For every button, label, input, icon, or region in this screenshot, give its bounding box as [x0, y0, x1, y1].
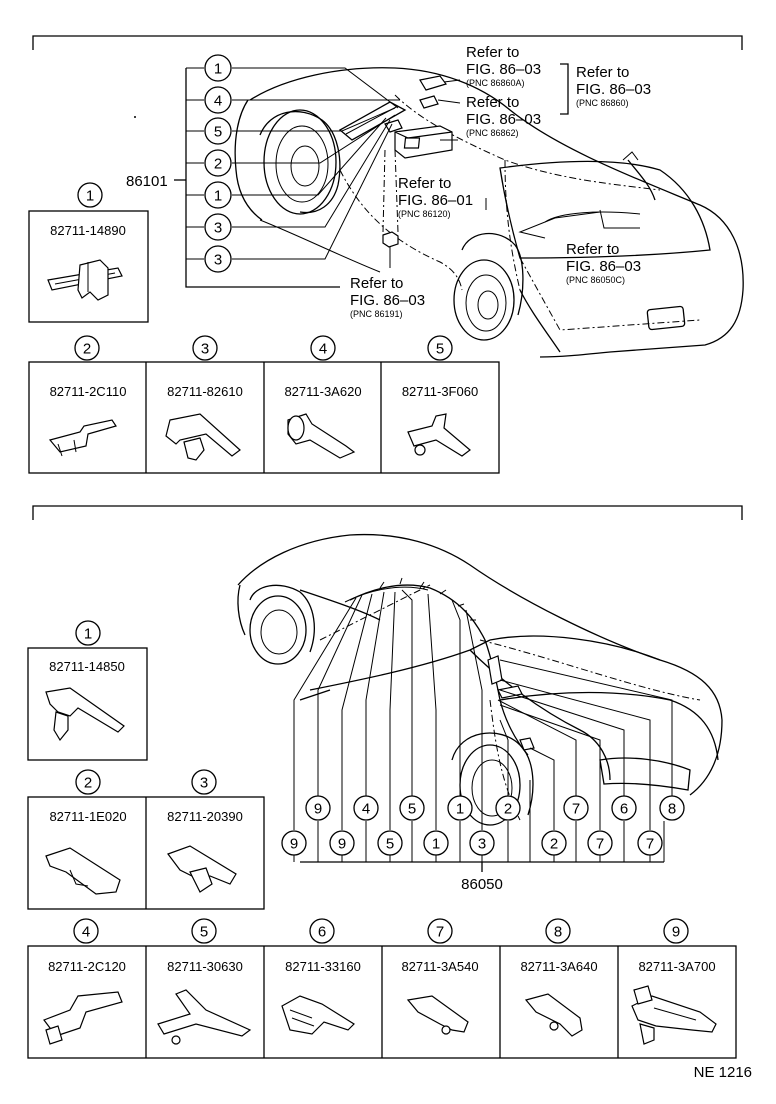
ref-line: Refer to	[466, 94, 519, 111]
part-callout: 4	[82, 924, 90, 941]
ref-line: FIG. 86–01	[398, 192, 473, 209]
callout-number: 1	[214, 188, 222, 205]
callout-number: 9	[314, 801, 322, 818]
ref-pnc: (PNC 86862)	[466, 128, 519, 138]
bottom-part-2-3: 2 82711-1E020 3 82711-20390	[27, 769, 265, 910]
part-number: 82711-3A700	[638, 959, 715, 974]
part-callout: 3	[200, 775, 208, 792]
callout-number: 2	[550, 836, 558, 853]
part-callout: 3	[201, 341, 209, 358]
part-callout: 5	[436, 341, 444, 358]
bottom-section-frame	[32, 505, 743, 520]
callout-number: 7	[646, 836, 654, 853]
top-callout-leaders	[174, 63, 569, 288]
callout-number: 1	[432, 836, 440, 853]
part-number: 82711-3A620	[284, 384, 361, 399]
callout-number: 8	[668, 801, 676, 818]
callout-number: 6	[620, 801, 628, 818]
callout-number: 7	[572, 801, 580, 818]
ref-line: FIG. 86–03	[576, 81, 651, 98]
part-number: 82711-20390	[167, 809, 243, 824]
ref-line: FIG. 86–03	[566, 258, 641, 275]
callout-number: 5	[408, 801, 416, 818]
top-callouts: 1 4 5 2 1 3 3	[204, 54, 232, 273]
part-number: 82711-1E020	[49, 809, 126, 824]
ref-line: Refer to	[350, 275, 403, 292]
part-callout: 1	[84, 626, 92, 643]
part-number: 82711-2C120	[48, 959, 126, 974]
part-number: 82711-33160	[285, 959, 361, 974]
bottom-part-row: 4 82711-2C120 5 82711-30630 6 82711-3316…	[27, 918, 737, 1059]
callout-number: 4	[362, 801, 370, 818]
assembly-number-86101: 86101	[126, 173, 168, 190]
part-callout: 8	[554, 924, 562, 941]
top-section-frame	[32, 35, 743, 50]
bottom-part-1: 1 82711-14850	[27, 620, 148, 761]
callout-number: 9	[290, 836, 298, 853]
ref-line: Refer to	[576, 64, 629, 81]
callout-number: 1	[214, 61, 222, 78]
part-callout: 1	[86, 188, 94, 205]
ref-pnc: (PNC 86860A)	[466, 78, 525, 88]
callout-number: 2	[214, 156, 222, 173]
bottom-callouts: 9 4 5 1 2 7 6 8 9 9 5 1 3 2 7 7	[281, 795, 685, 856]
part-callout: 9	[672, 924, 680, 941]
callout-number: 2	[504, 801, 512, 818]
ref-line: FIG. 86–03	[466, 61, 541, 78]
assembly-number-86050: 86050	[461, 876, 503, 893]
part-callout: 5	[200, 924, 208, 941]
bottom-callout-leaders	[293, 589, 673, 872]
part-number: 82711-3A640	[520, 959, 597, 974]
diagram-code: NE 1216	[694, 1064, 752, 1081]
callout-number: 4	[214, 93, 222, 110]
part-number: 82711-14850	[49, 659, 125, 674]
ref-line: FIG. 86–03	[466, 111, 541, 128]
part-callout: 4	[319, 341, 327, 358]
ref-pnc: (PNC 86860)	[576, 98, 629, 108]
part-number: 82711-82610	[167, 384, 243, 399]
part-callout: 2	[84, 775, 92, 792]
ref-line: Refer to	[566, 241, 619, 258]
part-callout: 7	[436, 924, 444, 941]
ref-line: Refer to	[398, 175, 451, 192]
ref-line: FIG. 86–03	[350, 292, 425, 309]
callout-number: 1	[456, 801, 464, 818]
part-number: 82711-3A540	[401, 959, 478, 974]
part-number: 82711-30630	[167, 959, 243, 974]
ref-line: Refer to	[466, 44, 519, 61]
top-part-1: 1 82711-14890	[28, 182, 149, 323]
ref-pnc: (PNC 86191)	[350, 309, 403, 319]
part-callout: 6	[318, 924, 326, 941]
callout-number: 3	[478, 836, 486, 853]
top-car-illustration	[134, 67, 744, 358]
ref-pnc: (PNC 86120)	[398, 209, 451, 219]
top-references: Refer to FIG. 86–03 (PNC 86860A) Refer t…	[350, 44, 651, 319]
top-part-row: 2 82711-2C110 3 82711-82610 4 82711-3A62…	[28, 335, 500, 474]
part-number: 82711-14890	[50, 223, 126, 238]
callout-number: 3	[214, 220, 222, 237]
callout-number: 9	[338, 836, 346, 853]
callout-number: 3	[214, 252, 222, 269]
callout-number: 5	[386, 836, 394, 853]
part-number: 82711-3F060	[402, 384, 478, 399]
callout-number: 5	[214, 124, 222, 141]
part-callout: 2	[83, 341, 91, 358]
ref-pnc: (PNC 86050C)	[566, 275, 625, 285]
callout-number: 7	[596, 836, 604, 853]
part-number: 82711-2C110	[50, 384, 127, 399]
